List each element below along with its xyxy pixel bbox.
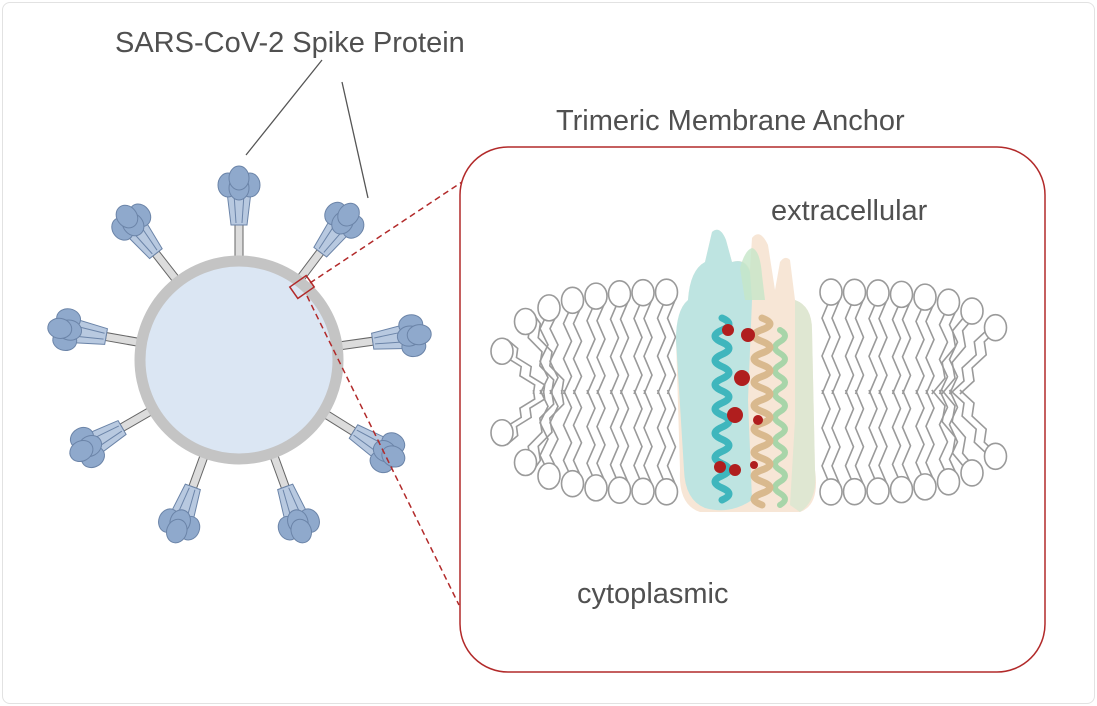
lipid-head [819,478,843,506]
spike [327,314,432,358]
spike [158,442,213,544]
lipid-head [819,278,843,306]
helix-green [772,327,788,508]
lipid-head [513,448,538,477]
helix-cyan [711,314,733,504]
spike [312,403,406,474]
residue [741,328,755,342]
trimeric-anchor-protein [676,229,816,513]
lipid-head [960,297,984,325]
residue [727,407,743,423]
zoom-region-box [288,274,316,300]
lipid-head [889,280,914,309]
spike [69,400,164,469]
lipid-head [631,477,655,506]
residue [750,461,758,469]
extracellular-label: extracellular [771,195,928,227]
virus-particle [47,165,432,544]
spike-head [69,439,94,463]
lipid-bilayer [490,278,1008,506]
residues [714,324,763,476]
lipid-tail [529,389,565,475]
lipid-tail [529,309,565,395]
residue [722,324,734,336]
lipid-head [654,278,679,307]
lipid-head [983,313,1008,342]
spike-head [337,202,360,227]
spike-head [165,518,188,544]
lipid-head [866,477,890,505]
helix-tan [750,314,774,509]
lipid-head [866,279,890,307]
spike-head [47,317,73,339]
lipid-head [607,476,632,504]
panel-title: Trimeric Membrane Anchor [556,105,905,137]
lipid-head [960,459,984,487]
lipid-head [913,473,937,501]
pointer-line [341,81,369,199]
spike-protein-label: SARS-CoV-2 Spike Protein [115,27,465,59]
spike-head [115,204,139,229]
lipid-head [842,477,867,506]
lipid-head [913,283,937,311]
lipid-head [513,307,538,336]
lipid-head [936,288,961,316]
spike-head [290,518,313,544]
lipid-head [537,462,561,490]
lipid-head [560,469,585,498]
residue [729,464,741,476]
lipid-head [842,278,867,307]
spike-head [406,324,432,346]
lipid-head [490,418,514,447]
lipid-head [560,286,585,315]
lipid-head [936,468,961,496]
lipid-head [584,282,608,310]
residue [714,461,726,473]
zoom-dashed-line [309,165,487,284]
zoom-dashed-line [306,295,460,606]
lipid-head [631,278,655,307]
surface-green-lower [790,300,816,512]
spike [47,308,152,352]
lipid-head [607,280,632,308]
lipid-head [537,294,561,322]
residue [734,370,750,386]
lipid-head [490,337,514,366]
lipid-head [983,442,1008,471]
lipid-head [889,475,914,504]
spike-head [228,165,250,191]
surface-green [740,248,765,300]
lipid-head [654,477,679,506]
residue [753,415,763,425]
surface-cyan [676,229,752,511]
lipid-head [584,474,608,502]
spike [217,165,261,271]
cytoplasmic-label: cytoplasmic [577,578,729,610]
pointer-line [245,59,323,156]
